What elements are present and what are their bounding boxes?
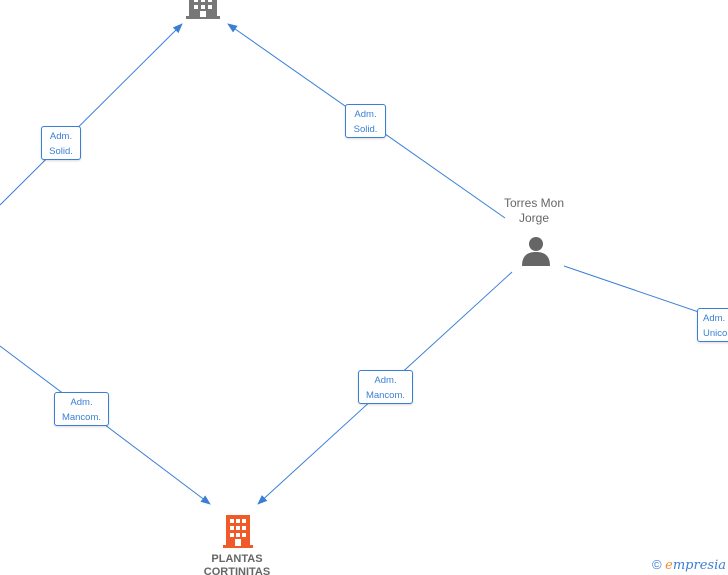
edge-label-type: Mancom. bbox=[365, 390, 406, 401]
brand-logo-initial: e bbox=[665, 558, 673, 573]
edge-label-role: Adm. bbox=[703, 313, 726, 324]
copyright-symbol: © bbox=[651, 557, 662, 572]
company-top-building-icon[interactable] bbox=[186, 0, 220, 19]
edge-label-role: Adm. bbox=[374, 375, 397, 386]
person-name-line1: Torres Mon bbox=[503, 196, 565, 210]
person-name[interactable]: Torres Mon Jorge bbox=[484, 196, 584, 226]
empresia-watermark: © empresia bbox=[652, 557, 726, 573]
edge-label-type: Mancom. bbox=[61, 412, 102, 423]
company-bottom-name-line1: PLANTAS bbox=[211, 553, 263, 565]
edge-label-type: Unico bbox=[703, 328, 728, 339]
edge-label-role: Adm. bbox=[70, 397, 93, 408]
edge-line-left-top bbox=[0, 23, 183, 206]
edge-label-person-bottom[interactable]: Adm. Mancom. bbox=[358, 370, 413, 404]
edge-label-role: Adm. bbox=[354, 109, 377, 120]
edge-label-person-top[interactable]: Adm. Solid. bbox=[345, 104, 386, 138]
company-bottom-building-icon[interactable] bbox=[223, 515, 253, 548]
edge-label-person-right[interactable]: Adm. Unico bbox=[697, 308, 728, 342]
edge-label-type: Solid. bbox=[49, 146, 73, 157]
brand-logo-text: mpresia bbox=[672, 558, 726, 573]
person-icon[interactable] bbox=[522, 237, 550, 266]
edge-label-type: Solid. bbox=[353, 124, 378, 135]
company-bottom-name-line2: CORTINITAS bbox=[203, 566, 271, 575]
edge-label-left-top[interactable]: Adm. Solid. bbox=[41, 126, 81, 160]
edge-label-role: Adm. bbox=[49, 131, 73, 142]
edge-label-left-bottom[interactable]: Adm. Mancom. bbox=[54, 392, 109, 426]
company-bottom-name[interactable]: PLANTAS CORTINITAS bbox=[177, 553, 297, 575]
person-name-line2: Jorge bbox=[518, 211, 550, 225]
